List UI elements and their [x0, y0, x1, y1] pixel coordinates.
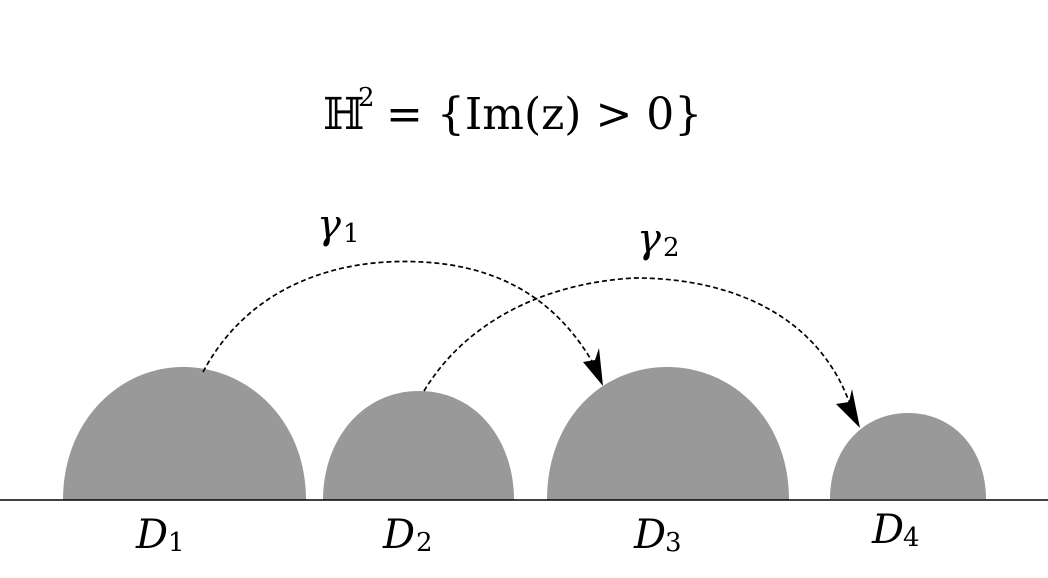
- gamma-2-subscript: 2: [663, 233, 680, 263]
- label-gamma-2: γ 2: [637, 216, 680, 263]
- d1-subscript: 1: [168, 528, 185, 558]
- title: ℍ 2 = {Im(z) > 0}: [323, 83, 702, 140]
- label-d1: D 1: [135, 512, 185, 558]
- d3-subscript: 3: [665, 528, 682, 558]
- arrowhead-gamma-1-icon: [583, 348, 603, 386]
- d4-symbol: D: [871, 507, 904, 553]
- gamma-1-symbol: γ: [317, 202, 341, 248]
- geodesics: [202, 260, 860, 428]
- gamma-1-subscript: 1: [343, 219, 360, 249]
- geodesic-gamma-2: [423, 277, 853, 411]
- gamma-2-symbol: γ: [637, 216, 661, 262]
- label-d3: D 3: [633, 512, 682, 558]
- disk-d2: [323, 391, 514, 500]
- label-d4: D 4: [871, 507, 920, 553]
- disk-d3: [547, 367, 789, 500]
- label-gamma-1: γ 1: [317, 202, 360, 249]
- geodesic-gamma-1: [202, 260, 599, 373]
- disk-d4: [830, 413, 986, 499]
- d2-subscript: 2: [416, 528, 433, 558]
- arrowhead-gamma-2-icon: [836, 389, 860, 428]
- disks: [63, 367, 986, 500]
- title-superscript: 2: [358, 83, 375, 113]
- disk-labels: D 1 D 2 D 3 D 4: [135, 507, 920, 558]
- disk-d1: [63, 367, 306, 500]
- d4-subscript: 4: [903, 523, 920, 553]
- label-d2: D 2: [382, 512, 433, 558]
- title-symbol: ℍ: [323, 89, 365, 140]
- d1-symbol: D: [135, 512, 168, 558]
- geodesic-labels: γ 1 γ 2: [317, 202, 680, 263]
- d2-symbol: D: [382, 512, 415, 558]
- title-definition: = {Im(z) > 0}: [386, 89, 702, 140]
- d3-symbol: D: [633, 512, 666, 558]
